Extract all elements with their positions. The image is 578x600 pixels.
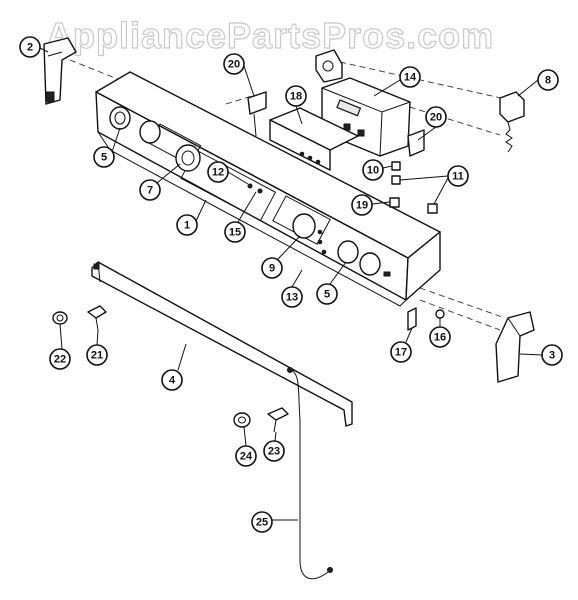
callout-number: 24 <box>240 451 253 463</box>
callout-number: 25 <box>256 517 268 529</box>
callout-number: 16 <box>434 332 446 344</box>
callout-circle <box>541 344 563 366</box>
callout-7: 7 <box>139 179 161 201</box>
callout-circle <box>537 69 559 91</box>
alignment-lines <box>69 59 511 331</box>
callout-number: 8 <box>545 75 551 87</box>
callout-circle <box>176 214 198 236</box>
callout-number: 17 <box>395 347 407 359</box>
callout-circle <box>390 341 412 363</box>
callout-13: 13 <box>281 286 303 308</box>
callout-24: 24 <box>235 445 257 467</box>
callout-number: 11 <box>452 171 464 183</box>
callout-circle <box>49 348 71 370</box>
callout-number: 7 <box>147 185 153 197</box>
callout-circle <box>429 326 451 348</box>
callout-3: 3 <box>541 344 563 366</box>
callout-number: 3 <box>549 350 555 362</box>
callout-circle <box>285 85 307 107</box>
callout-circle <box>316 283 338 305</box>
callout-10: 10 <box>362 159 384 181</box>
callout-19: 19 <box>351 194 373 216</box>
callout-9: 9 <box>261 257 283 279</box>
callout-18: 18 <box>285 85 307 107</box>
callout-circle <box>161 369 183 391</box>
callout-circle <box>263 440 285 462</box>
callout-number: 5 <box>101 152 107 164</box>
callout-number: 2 <box>27 42 33 54</box>
callout-circle <box>351 194 373 216</box>
callout-circle <box>251 511 273 533</box>
callout-23: 23 <box>263 440 285 462</box>
callout-number: 15 <box>229 227 241 239</box>
part-overlay <box>269 107 359 171</box>
part-small-switches <box>389 161 438 214</box>
callout-4: 4 <box>161 369 183 391</box>
callout-5: 5 <box>93 146 115 168</box>
callout-number: 19 <box>356 200 368 212</box>
part-trim-rail <box>91 261 353 427</box>
watermark-text: AppliancePartsPros.com <box>46 15 494 56</box>
callout-circle <box>207 161 229 183</box>
callout-25: 25 <box>251 511 273 533</box>
callout-circle <box>235 445 257 467</box>
callout-circle <box>86 344 108 366</box>
callout-17: 17 <box>390 341 412 363</box>
callout-number: 4 <box>169 375 176 387</box>
callout-number: 23 <box>268 446 280 458</box>
callout-number: 9 <box>269 263 275 275</box>
callout-21: 21 <box>86 344 108 366</box>
callout-22: 22 <box>49 348 71 370</box>
callout-circle <box>447 165 469 187</box>
callout-20: 20 <box>425 106 447 128</box>
leader-lines <box>39 47 543 521</box>
callout-14: 14 <box>399 66 421 88</box>
part-wire-harness <box>287 367 333 580</box>
part-switch <box>499 91 525 153</box>
callout-number: 22 <box>54 354 66 366</box>
part-right-end-cap <box>495 311 535 383</box>
part-screw-clip <box>407 307 445 331</box>
callout-circle <box>362 159 384 181</box>
callout-number: 1 <box>184 220 190 232</box>
callout-16: 16 <box>429 326 451 348</box>
callout-circle <box>139 179 161 201</box>
callout-15: 15 <box>224 221 246 243</box>
callout-circle <box>93 146 115 168</box>
callout-circle <box>19 36 41 58</box>
part-top-module <box>315 49 343 83</box>
callout-circle <box>223 53 245 75</box>
callout-number: 13 <box>286 292 298 304</box>
callout-2: 2 <box>19 36 41 58</box>
callout-11: 11 <box>447 165 469 187</box>
part-left-end-cap <box>43 37 77 105</box>
callout-circle <box>224 221 246 243</box>
callout-circle <box>281 286 303 308</box>
part-bracket-left <box>247 91 267 137</box>
callout-12: 12 <box>207 161 229 183</box>
callout-number: 21 <box>91 350 103 362</box>
callout-number: 14 <box>404 72 417 84</box>
part-bracket-right <box>407 129 425 157</box>
callout-number: 12 <box>212 167 224 179</box>
callout-number: 5 <box>324 289 330 301</box>
callout-circle <box>399 66 421 88</box>
callout-circle <box>425 106 447 128</box>
callout-1: 1 <box>176 214 198 236</box>
part-knob-22-21 <box>52 305 107 331</box>
callout-number: 10 <box>367 165 379 177</box>
callout-number: 20 <box>228 59 240 71</box>
callout-circle <box>261 257 283 279</box>
part-knob-24-23 <box>233 407 289 433</box>
callout-number: 20 <box>430 112 442 124</box>
callout-8: 8 <box>537 69 559 91</box>
callout-5: 5 <box>316 283 338 305</box>
callout-20: 20 <box>223 53 245 75</box>
callout-number: 18 <box>290 91 302 103</box>
